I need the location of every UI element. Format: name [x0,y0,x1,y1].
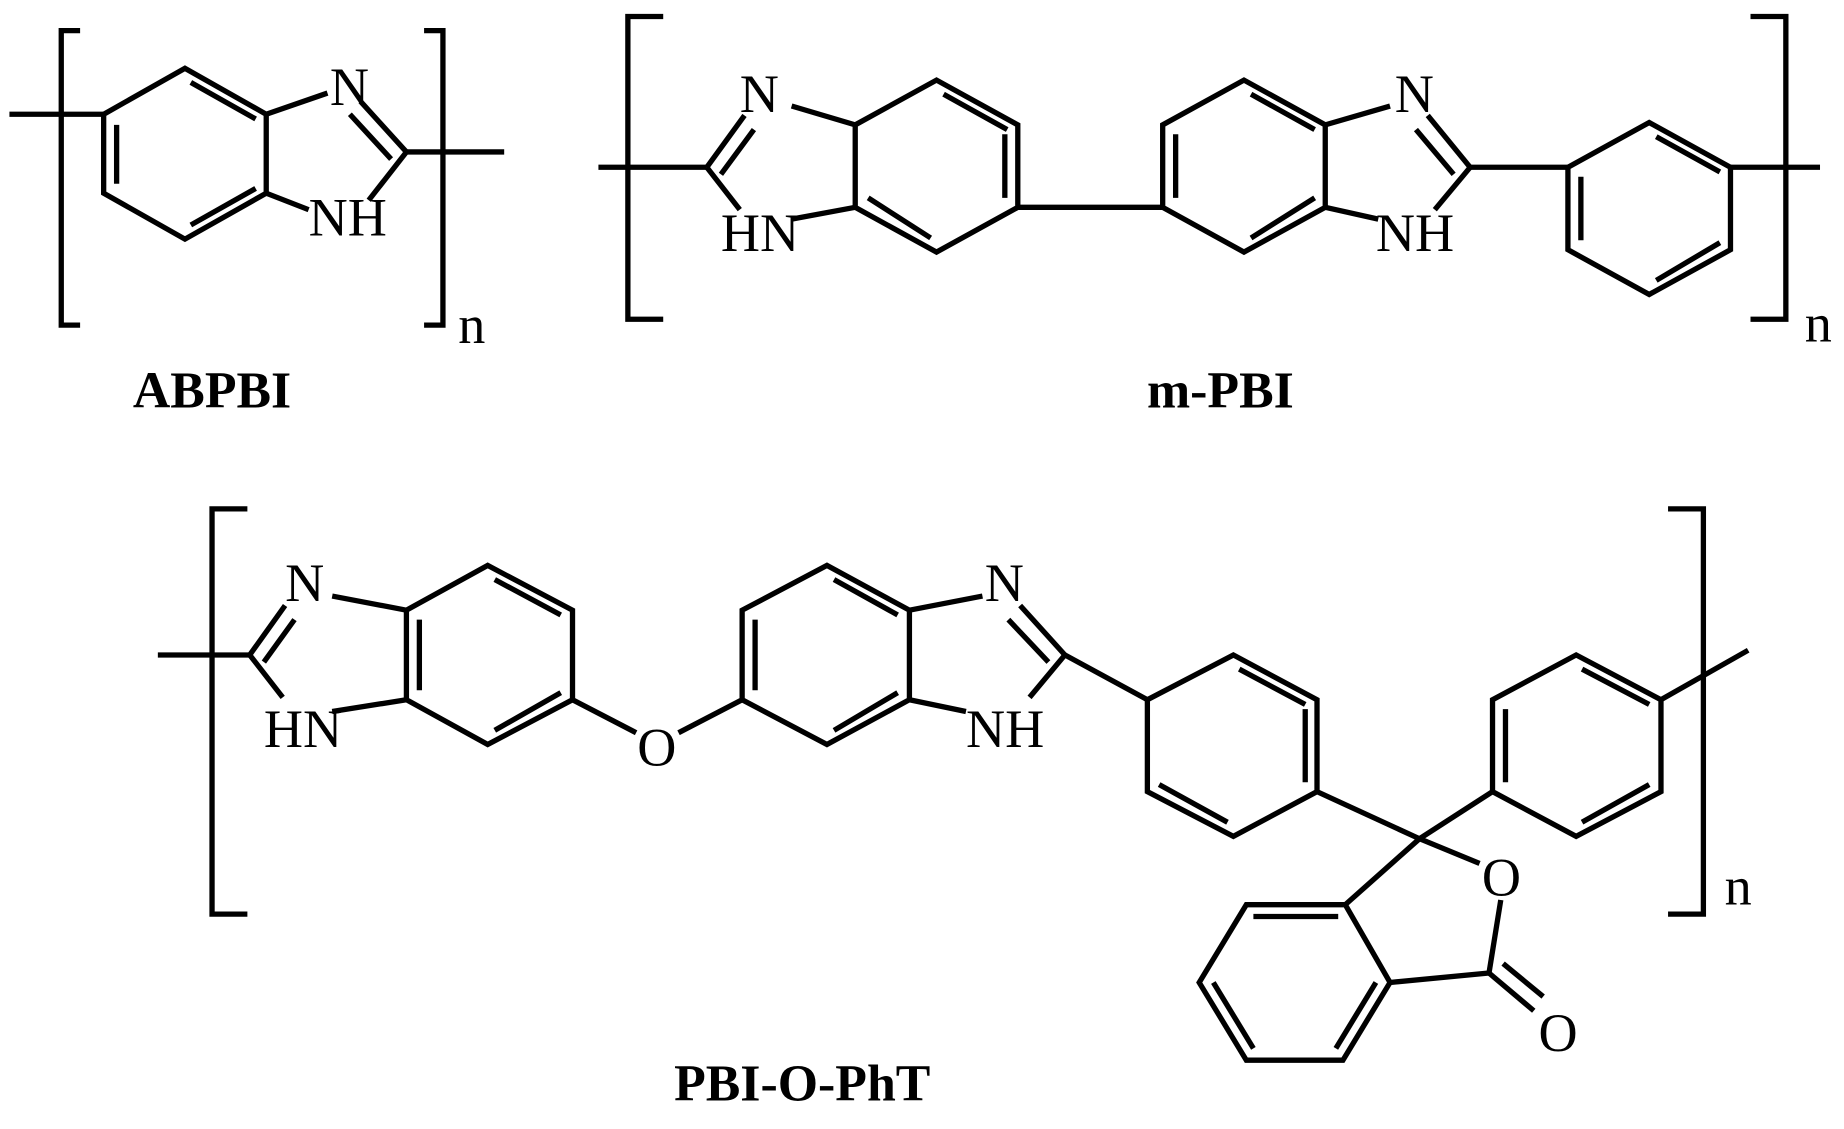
mpbi-repeat-n: n [1805,294,1832,354]
mpbi-n-atom-2: N [1395,64,1434,124]
pht-ether-o-atom: O [637,718,676,778]
abpbi-structure [9,27,505,328]
abpbi-left-bracket [58,27,81,328]
abpbi-label: ABPBI [133,363,291,420]
abpbi-nh-atom: NH [309,188,387,248]
mpbi-nh-atom: NH [1376,203,1454,263]
pht-carbonyl-o-atom: O [1538,1003,1577,1063]
pht-repeat-n: n [1725,857,1752,917]
mpbi-structure [598,13,1821,322]
pht-n-atom-2: N [985,553,1024,613]
pht-hn-atom: HN [264,699,342,759]
abpbi-repeat-n: n [458,295,485,355]
pht-phenylene-ring-2 [1489,651,1664,840]
abpbi-n-atom: N [330,57,369,117]
pht-label: PBI-O-PhT [674,1055,930,1112]
pht-left-bracket [209,506,248,917]
mpbi-label: m-PBI [1147,363,1294,420]
abpbi-right-bracket [424,27,446,328]
mpbi-phenylene-ring [1565,119,1734,298]
pbi-o-pht-structure [157,506,1750,1063]
mpbi-n-atom-1: N [740,64,779,124]
pht-right-bracket [1668,506,1707,917]
pht-nh-atom: NH [966,699,1044,759]
pht-n-atom-1: N [285,553,324,613]
mpbi-hn-atom: HN [721,203,799,263]
pht-lactone-o-atom: O [1482,847,1521,907]
pht-fused-benzene-ring [1196,902,1394,1063]
